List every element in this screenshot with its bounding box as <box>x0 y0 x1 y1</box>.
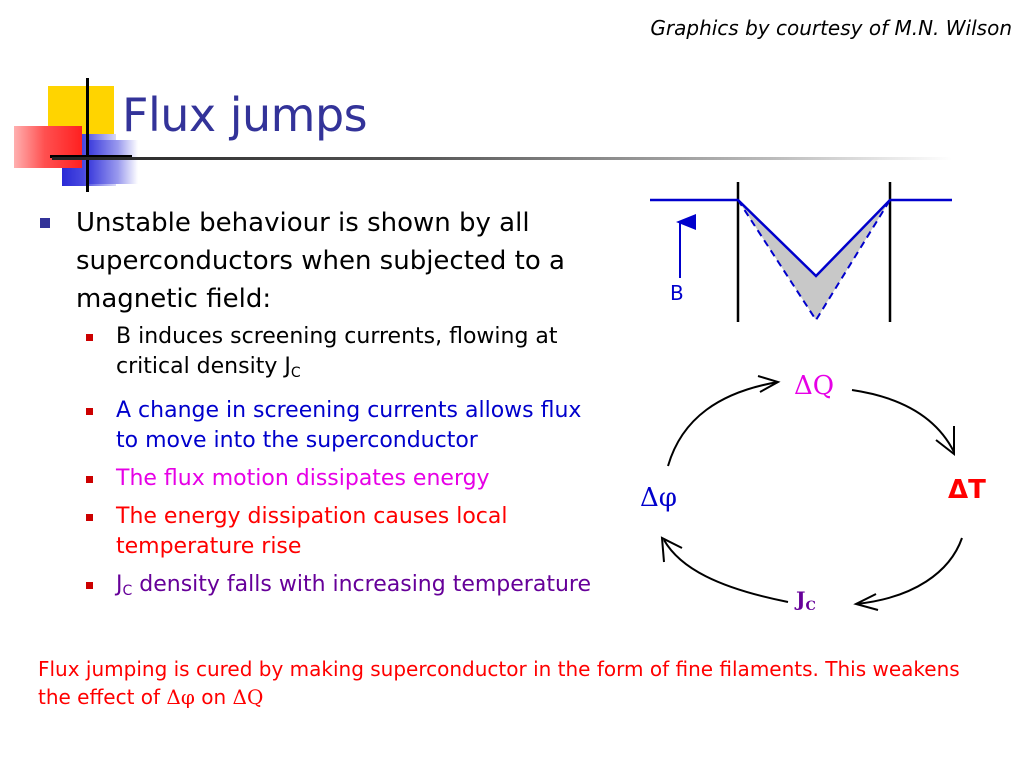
b-label: B <box>670 281 684 305</box>
logo-vertical-line <box>86 78 89 192</box>
sub-bullet-screening: B induces screening currents, flowing at… <box>72 322 606 388</box>
sub-bullet-jc-falls: JC density falls with increasing tempera… <box>72 570 606 606</box>
bullet-content: Unstable behaviour is shown by all super… <box>38 204 606 614</box>
arrowhead-jc <box>853 593 879 611</box>
logo-red-square <box>14 126 82 168</box>
bullet-list: Unstable behaviour is shown by all super… <box>38 204 606 606</box>
jc-label: JC <box>794 587 816 614</box>
sub-bullet-prefix: J <box>116 572 123 597</box>
delta-phi-label: Δφ <box>640 483 677 513</box>
footer-note: Flux jumping is cured by making supercon… <box>38 655 988 711</box>
sub-bullet-temperature: The energy dissipation causes local temp… <box>72 502 606 562</box>
jc-main: J <box>794 587 805 611</box>
logo-blue-fade <box>88 140 138 184</box>
flux-jump-diagram: B ΔQ ΔT Δφ JC <box>640 182 986 614</box>
sub-bullet-dissipation: The flux motion dissipates energy <box>72 464 606 494</box>
sub-bullet-flux-move: A change in screening currents allows fl… <box>72 396 606 456</box>
sub-bullet-text: A change in screening currents allows fl… <box>116 398 582 453</box>
arrowhead-dq <box>757 375 781 393</box>
main-bullet: Unstable behaviour is shown by all super… <box>38 204 606 606</box>
arrowhead-dt <box>935 426 955 457</box>
delta-t-label: ΔT <box>948 475 986 505</box>
credit-text: Graphics by courtesy of M.N. Wilson <box>650 16 1012 40</box>
sub-bullet-text: B induces screening currents, flowing at… <box>116 324 558 379</box>
footer-delta-q: ΔQ <box>232 685 264 709</box>
footer-mid: on <box>194 685 233 709</box>
arrow-dphi-to-dq <box>667 381 779 467</box>
sub-bullet-text: The energy dissipation causes local temp… <box>116 504 508 559</box>
shaded-region <box>738 200 890 320</box>
logo-horizontal-line <box>50 155 132 158</box>
subscript-c: C <box>122 583 133 599</box>
footer-text: Flux jumping is cured by making supercon… <box>38 657 960 709</box>
arrowhead-dphi <box>660 536 683 563</box>
sub-bullet-list: B induces screening currents, flowing at… <box>76 322 606 606</box>
page-title: Flux jumps <box>122 88 368 142</box>
jc-subscript: C <box>805 599 815 614</box>
title-underline <box>52 157 952 160</box>
delta-q-label: ΔQ <box>794 371 834 401</box>
sub-bullet-text: density falls with increasing temperatur… <box>132 572 591 597</box>
arrow-dt-to-jc <box>855 537 963 605</box>
sub-bullet-text: The flux motion dissipates energy <box>116 466 490 491</box>
main-bullet-text: Unstable behaviour is shown by all super… <box>76 208 565 314</box>
arrow-jc-to-dphi <box>663 539 789 603</box>
logo-blocks <box>0 0 140 200</box>
subscript-c: C <box>290 365 301 381</box>
arrow-dq-to-dt <box>851 389 955 453</box>
field-profile: B <box>650 182 952 322</box>
field-profile-solid <box>650 198 952 278</box>
footer-delta-phi: Δφ <box>166 685 195 709</box>
cycle-arrows <box>660 375 963 611</box>
